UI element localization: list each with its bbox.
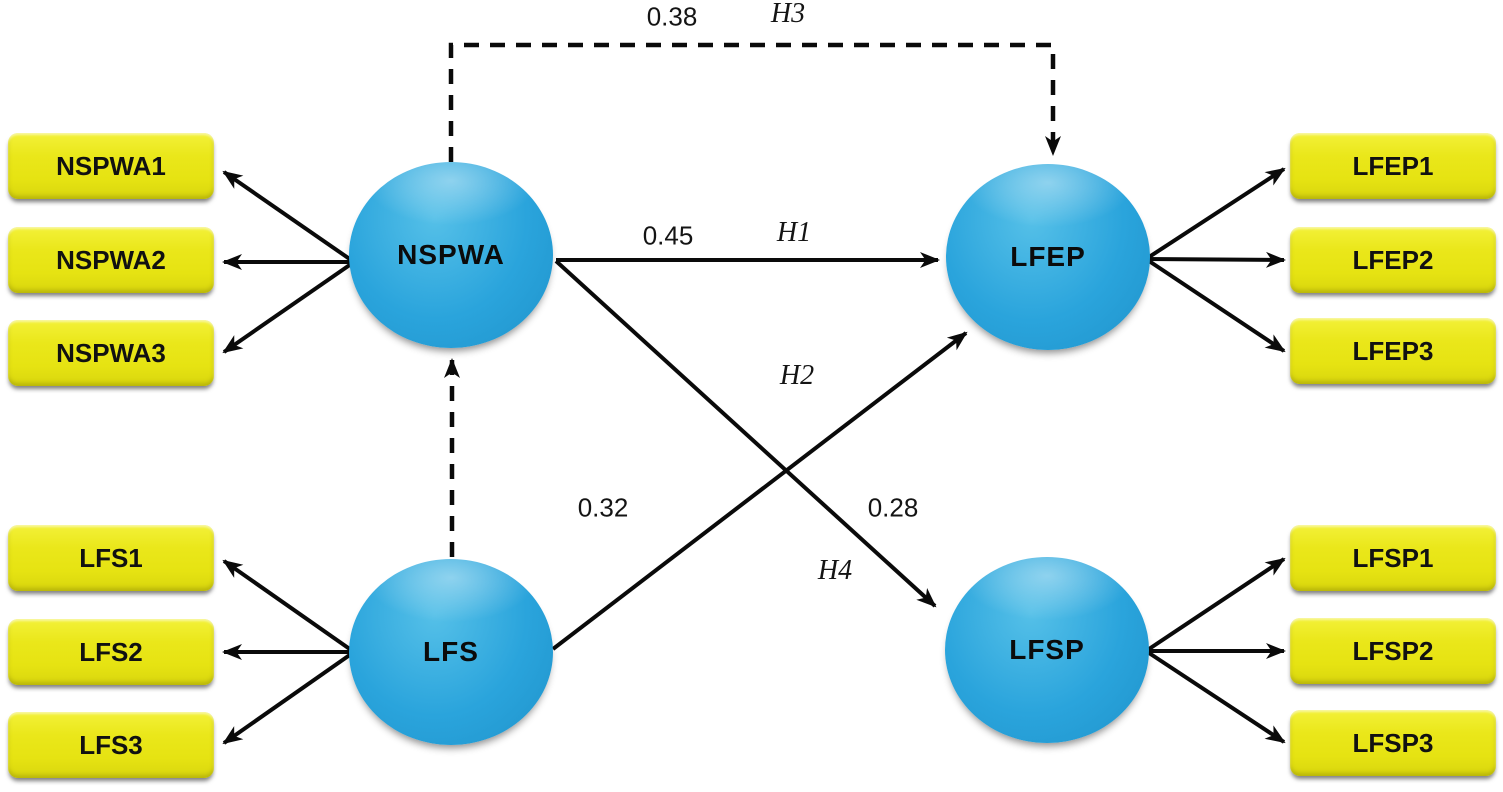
- latent-nspwa: NSPWA: [349, 162, 553, 348]
- indicator-nspwa2-label: NSPWA2: [56, 244, 166, 275]
- loading-arrow-lfs1: [222, 559, 356, 654]
- indicator-lfep1: LFEP1: [1290, 133, 1496, 199]
- path-h3-dashed-nspwa-lfep: [448, 42, 1061, 162]
- path-h4-nspwa-lfsp: [554, 259, 937, 608]
- indicator-lfep3: LFEP3: [1290, 318, 1496, 384]
- loading-arrow-nspwa3: [222, 260, 356, 354]
- indicator-lfep2-label: LFEP2: [1352, 244, 1434, 275]
- latent-lfsp: LFSP: [945, 557, 1149, 743]
- loading-arrow-lfep3: [1144, 257, 1286, 353]
- indicator-lfs1-label: LFS1: [79, 542, 143, 573]
- latent-lfsp-label: LFSP: [1009, 634, 1085, 665]
- indicator-lfs3-label: LFS3: [79, 729, 143, 760]
- coefficient-h3: 0.38: [646, 1, 698, 32]
- loading-arrow-lfsp1: [1144, 557, 1286, 653]
- loading-arrow-lfep2: [1145, 251, 1286, 268]
- latent-lfep: LFEP: [946, 164, 1150, 350]
- latent-nspwa-label: NSPWA: [397, 239, 505, 270]
- coefficient-h1: 0.45: [642, 220, 694, 251]
- indicator-lfsp2: LFSP2: [1290, 618, 1496, 684]
- latent-lfs: LFS: [349, 559, 553, 745]
- indicator-lfep3-label: LFEP3: [1352, 335, 1434, 366]
- indicator-lfs2: LFS2: [8, 619, 214, 685]
- indicator-lfsp2-label: LFSP2: [1352, 635, 1434, 666]
- latent-lfep-label: LFEP: [1010, 241, 1086, 272]
- hypothesis-h4: H4: [817, 555, 853, 586]
- hypothesis-h2: H2: [779, 360, 815, 391]
- indicator-nspwa2: NSPWA2: [8, 227, 214, 293]
- indicator-lfsp3: LFSP3: [1290, 710, 1496, 776]
- indicator-nspwa3-label: NSPWA3: [56, 337, 166, 368]
- indicator-lfs3: LFS3: [8, 712, 214, 778]
- loading-arrow-lfs3: [222, 650, 356, 745]
- loading-arrow-lfep1: [1144, 167, 1286, 261]
- indicator-lfep2: LFEP2: [1290, 227, 1496, 293]
- indicator-lfsp3-label: LFSP3: [1352, 727, 1434, 758]
- loading-arrow-nspwa1: [222, 170, 356, 264]
- indicator-nspwa1: NSPWA1: [8, 133, 214, 199]
- indicator-lfsp1-label: LFSP1: [1352, 542, 1434, 573]
- indicator-lfs1: LFS1: [8, 525, 214, 591]
- indicator-lfsp1: LFSP1: [1290, 525, 1496, 591]
- loading-arrow-lfsp3: [1144, 649, 1286, 744]
- hypothesis-h1: H1: [776, 217, 812, 248]
- indicator-lfep1-label: LFEP1: [1352, 150, 1434, 181]
- indicator-nspwa1-label: NSPWA1: [56, 150, 166, 181]
- latent-lfs-label: LFS: [423, 636, 479, 667]
- path-h2-lfs-lfep: [551, 331, 968, 651]
- hypothesis-h3: H3: [770, 0, 806, 29]
- coefficient-h4: 0.28: [867, 492, 919, 523]
- indicator-nspwa3: NSPWA3: [8, 320, 214, 386]
- coefficient-h2: 0.32: [577, 492, 629, 523]
- indicator-lfs2-label: LFS2: [79, 636, 143, 667]
